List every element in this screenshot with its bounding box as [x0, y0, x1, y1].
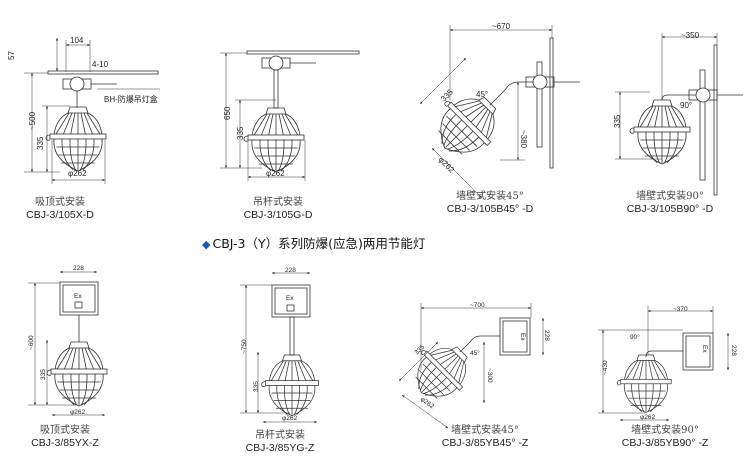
fig3-dim-height: 335: [439, 87, 455, 103]
caption-mount-type: 墙壁式安装90°: [636, 191, 704, 202]
fig4-dim-reach: ~350: [681, 31, 700, 40]
caption-mount-type: 墙壁式安装90°: [631, 425, 699, 436]
caption-mount-type: 吊杆式安装: [253, 197, 303, 208]
series-title: ◆CBJ-3（Y）系列防爆(应急)两用节能灯: [202, 233, 425, 252]
fig6-dim-height: 335: [253, 381, 260, 392]
caption-model: CBJ-3/85YB45° -Z: [441, 437, 529, 449]
ceiling-plate: [47, 70, 159, 75]
fig2-dim-height: 335: [236, 126, 245, 140]
ex-window: [74, 301, 83, 309]
caption-fig8: 墙壁式安装90°CBJ-3/85YB90° -Z: [605, 424, 725, 450]
fig8-dim-dia: φ262: [640, 414, 655, 421]
fig8-ex-mark: Ex: [701, 345, 708, 353]
fig1-dim-width: 104: [70, 36, 84, 45]
caption-mount-type: 墙壁式安装45°: [456, 191, 524, 202]
caption-model: CBJ-3/105G-D: [243, 209, 313, 221]
caption-model: CBJ-3/105X-D: [26, 209, 94, 221]
conduit: [699, 69, 706, 181]
fig7-dim-angle: 45°: [470, 349, 480, 357]
caption-model: CBJ-3/85YB90° -Z: [621, 437, 709, 449]
fig8-dim-overall: ~430: [602, 360, 609, 375]
caption-fig3: 墙壁式安装45°CBJ-3/105B45° -D: [430, 190, 550, 216]
fig8-dim-box: 228: [730, 345, 737, 356]
fig6-dim-dia: φ262: [282, 415, 297, 422]
ex-window: [286, 304, 295, 312]
caption-model: CBJ-3/85YG-Z: [245, 442, 315, 454]
fig8-dim-angle: 90°: [630, 333, 640, 341]
junction-box: [688, 87, 743, 103]
lamp-fig8: [616, 354, 672, 413]
fig1-dim-overall: ~500: [28, 111, 37, 130]
explosion-proof-box: [682, 332, 714, 371]
fig4-dim-angle: 90°: [680, 101, 692, 110]
fig7-dim-dia: φ262: [419, 396, 436, 411]
fig6-ex-mark: Ex: [286, 295, 294, 302]
fig5-dim-dia: φ262: [70, 409, 85, 416]
caption-mount-type: 墙壁式安装45°: [451, 425, 519, 436]
wall: [549, 37, 554, 169]
fig1-box-label: BH-防爆吊灯盒: [104, 94, 158, 104]
caption-model: CBJ-3/85YX-Z: [31, 437, 99, 449]
arm: [459, 335, 500, 353]
lamp-fig3: [438, 96, 497, 155]
caption-fig4: 墙壁式安装90°CBJ-3/105B90° -D: [610, 190, 730, 216]
fig2-dim-dia: φ262: [266, 169, 285, 178]
junction-box: [525, 74, 580, 90]
fig1-dim-height: 335: [36, 136, 45, 150]
fig3-dim-angle: 45°: [476, 90, 488, 99]
fig5-dim-box: 228: [73, 265, 84, 272]
dim-diameter: [431, 147, 483, 199]
fig7-dim-drop: ~300: [486, 368, 493, 383]
fig5-dim-height: 335: [40, 369, 47, 380]
fig1-dim-57: 57: [7, 51, 16, 60]
lamp-fig5: [46, 341, 108, 407]
explosion-proof-box: [499, 317, 531, 356]
fig1-dim-bolt: 4-10: [92, 60, 109, 69]
dim-height: [419, 57, 467, 105]
series-title-text: CBJ-3（Y）系列防爆(应急)两用节能灯: [212, 236, 426, 251]
caption-mount-type: 吊杆式安装: [255, 430, 305, 441]
rod: [289, 316, 295, 356]
lamp-fig4: [629, 99, 691, 165]
fig5-ex-mark: Ex: [74, 293, 82, 300]
caption-model: CBJ-3/105B45° -D: [446, 203, 534, 215]
fig4-dim-height: 335: [613, 114, 622, 128]
junction-box: [62, 76, 117, 92]
ceiling-plate: [246, 50, 360, 55]
dim-height: [398, 341, 439, 382]
fig3-dim-drop: ~380: [519, 130, 528, 149]
lamp-fig1: [45, 106, 107, 172]
fig2-dim-overall: 650: [223, 106, 232, 120]
fig8-dim-reach: ~370: [673, 306, 688, 313]
fig6-dim-box: 228: [285, 267, 296, 274]
junction-box: [261, 55, 316, 71]
arm: [645, 350, 683, 358]
fig6-dim-overall: ~750: [241, 339, 248, 354]
fig1-dim-dia: φ262: [68, 169, 87, 178]
fig3-dim-dia: φ262: [437, 155, 457, 175]
dim-diameter: [401, 394, 449, 429]
lamp-fig2: [243, 107, 305, 173]
caption-model: CBJ-3/105B90° -D: [626, 203, 714, 215]
diamond-bullet-icon: ◆: [202, 238, 211, 251]
fig3-dim-reach: ~670: [492, 22, 511, 31]
fig7-dim-reach: ~700: [470, 302, 485, 309]
caption-mount-type: 吸顶式安装: [40, 425, 90, 436]
caption-fig7: 墙壁式安装45°CBJ-3/85YB45° -Z: [425, 424, 545, 450]
fig7-dim-box: 228: [543, 330, 550, 341]
conduit: [536, 61, 543, 148]
fig7-ex-mark: Ex: [519, 333, 526, 341]
lamp-fig6: [261, 354, 319, 417]
wall: [713, 44, 718, 196]
fig5-dim-overall: ~600: [28, 335, 35, 350]
caption-mount-type: 吸顶式安装: [35, 197, 85, 208]
arm: [489, 81, 533, 106]
rod: [273, 69, 279, 109]
arm: [661, 94, 696, 101]
